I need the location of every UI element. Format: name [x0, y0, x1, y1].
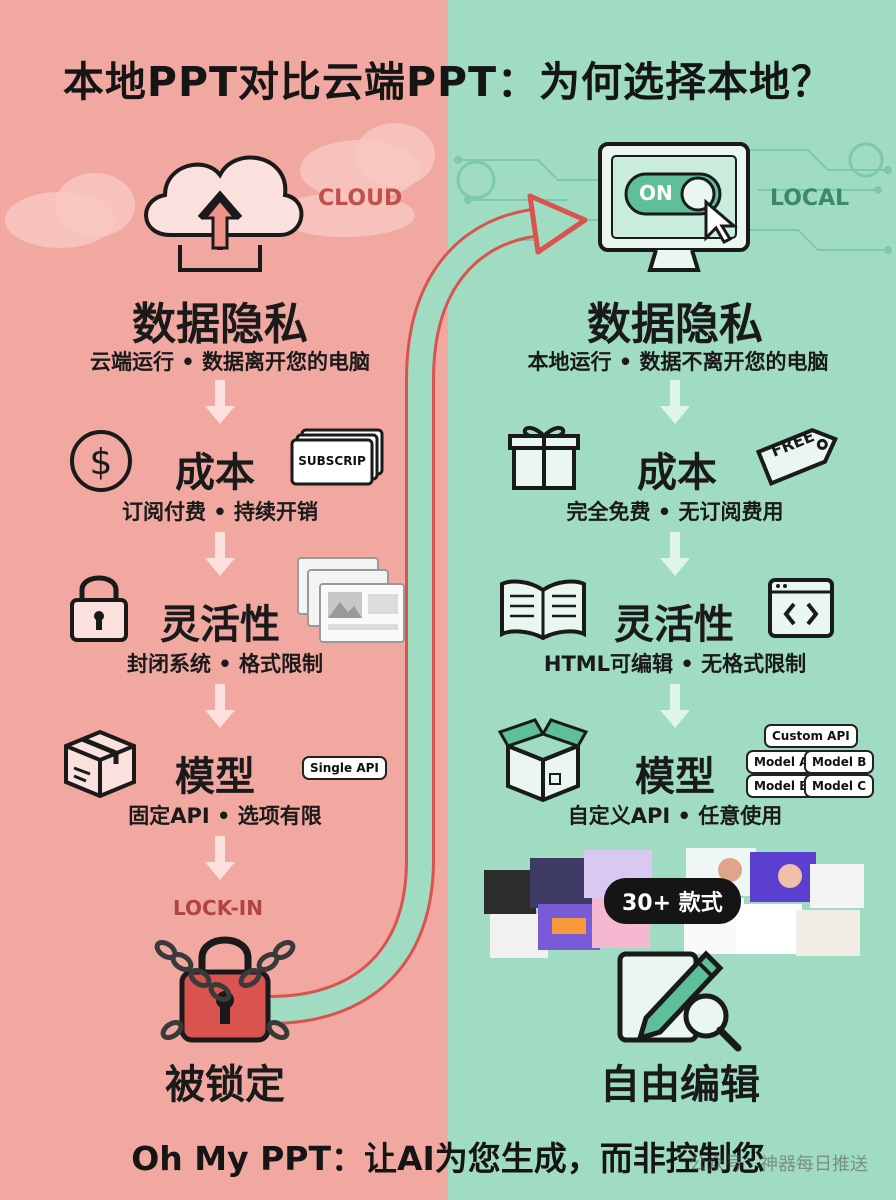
- left-model-heading: 模型: [175, 754, 255, 800]
- background-clouds-decoration: [5, 123, 435, 248]
- left-privacy-sub: 云端运行 • 数据离开您的电脑: [89, 350, 371, 374]
- right-cost-sub: 完全免费 • 无订阅费用: [566, 500, 784, 524]
- left-cost-sub: 订阅付费 • 持续开销: [121, 500, 319, 524]
- left-flexibility-heading: 灵活性: [160, 602, 280, 648]
- gift-icon: [508, 425, 580, 490]
- right-model-heading: 模型: [635, 754, 715, 800]
- left-model-sub: 固定API • 选项有限: [128, 804, 322, 828]
- package-box-icon: [64, 729, 136, 799]
- left-privacy-heading: 数据隐私: [132, 299, 308, 350]
- subscription-cards-icon: [290, 428, 384, 486]
- padlock-icon: [70, 575, 128, 642]
- local-tag: LOCAL: [770, 186, 850, 211]
- right-flexibility-sub: HTML可编辑 • 无格式限制: [543, 652, 807, 676]
- free-edit-label: 自由编辑: [600, 1062, 760, 1108]
- free-tag-icon: [755, 427, 839, 486]
- on-switch-label: ON: [639, 181, 673, 205]
- cloud-tag: CLOUD: [318, 186, 403, 211]
- templates-count-badge: 30+ 款式: [604, 878, 741, 924]
- code-window-icon: [768, 578, 834, 638]
- right-flexibility-heading: 灵活性: [614, 602, 734, 648]
- page-title: 本地PPT对比云端PPT：为何选择本地？: [62, 58, 834, 106]
- open-box-icon: [497, 718, 589, 803]
- locked-label: 被锁定: [165, 1062, 285, 1108]
- right-model-sub: 自定义API • 任意使用: [567, 804, 783, 828]
- footer-slogan: Oh My PPT：让AI为您生成，而非控制您: [131, 1139, 765, 1178]
- single-api-pill: Single API: [302, 756, 387, 780]
- chained-lock-icon: [154, 936, 296, 1043]
- model-pill: Model C: [804, 774, 875, 798]
- right-privacy-sub: 本地运行 • 数据不离开您的电脑: [527, 350, 829, 374]
- open-book-icon: [500, 579, 586, 641]
- left-cost-heading: 成本: [175, 450, 255, 496]
- monitor-switch-icon: [598, 142, 750, 272]
- left-flexibility-sub: 封闭系统 • 格式限制: [126, 652, 324, 676]
- right-cost-heading: 成本: [637, 450, 717, 496]
- lock-in-tag: LOCK-IN: [173, 896, 263, 920]
- subscription-card-label: SUBSCRIP: [298, 454, 366, 468]
- dollar-icon: $: [70, 430, 132, 492]
- template-images-icon: [297, 557, 405, 643]
- edit-search-icon: [617, 950, 742, 1052]
- model-pill: Model B: [804, 750, 875, 774]
- watermark: 公众号 · 神器每日推送: [688, 1154, 868, 1175]
- svg-text:$: $: [90, 442, 113, 483]
- custom-api-pill: Custom API: [764, 724, 858, 748]
- cloud-upload-icon: [144, 155, 304, 272]
- right-privacy-heading: 数据隐私: [587, 299, 763, 350]
